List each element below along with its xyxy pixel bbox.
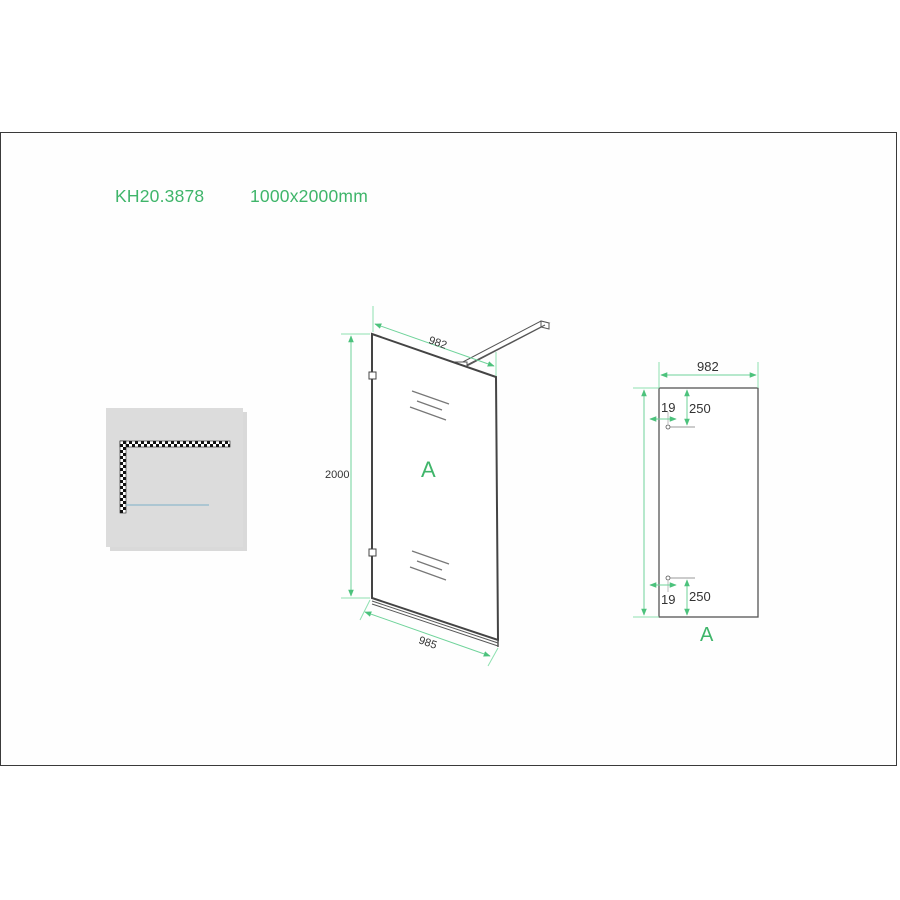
front-view: 982 19 250 19 250 A (633, 359, 759, 646)
dim-bottom-hole-x: 19 (661, 592, 675, 607)
wall-bracket-bottom-icon (368, 548, 377, 557)
dim-top-hole-x: 19 (661, 400, 675, 415)
panel-label-front: A (700, 624, 714, 646)
perspective-view: 982 2000 985 A (325, 306, 551, 667)
glass-panel (371, 332, 500, 642)
panel-label-perspective: A (421, 457, 436, 482)
glass-panel-front (658, 387, 759, 618)
wall-bracket-top-icon (368, 371, 377, 380)
hole-bottom-icon (665, 575, 671, 581)
plan-background (106, 408, 243, 547)
plan-view (106, 408, 247, 551)
dim-width-top: 982 (427, 334, 448, 351)
glass-reflection-icon (409, 390, 450, 581)
dim-front-width: 982 (697, 359, 719, 374)
wall-top-icon (119, 440, 231, 448)
dim-top-hole-y: 250 (689, 401, 711, 416)
dim-bottom-hole-y: 250 (689, 589, 711, 604)
wall-support-arm (454, 320, 551, 370)
wall-side-icon (119, 440, 127, 514)
dim-width-bottom: 985 (417, 634, 438, 651)
hole-top-icon (665, 424, 671, 430)
product-dimensions: 1000x2000mm (250, 186, 368, 206)
dim-height: 2000 (325, 469, 349, 481)
product-code: KH20.3878 (115, 186, 205, 206)
